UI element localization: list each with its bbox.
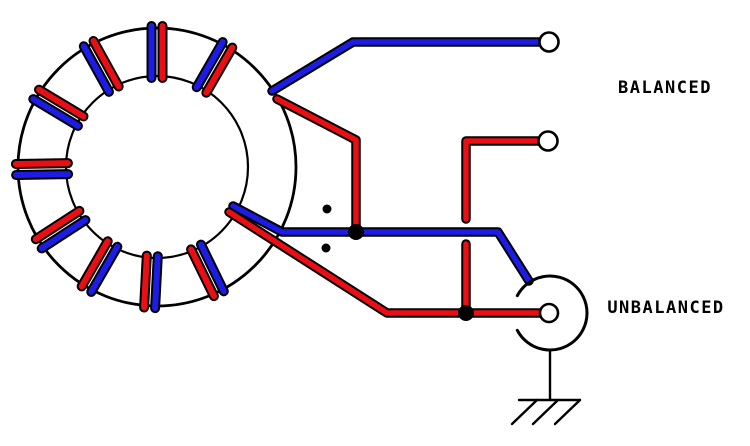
ground-hatch-2: [531, 398, 560, 426]
junction-and-phase-dots: [321, 204, 474, 321]
winding-6-blue: [38, 217, 89, 252]
winding-1-red: [203, 44, 236, 96]
ground-hatch-3: [553, 398, 582, 426]
unbalanced-coax-connector: [515, 274, 589, 352]
winding-5-red: [12, 160, 71, 167]
toroid-windings: [10, 21, 238, 314]
winding-7-red: [78, 238, 111, 290]
toroid-core: [16, 26, 298, 308]
toroid-inner-edge: [64, 74, 250, 260]
blue-wire-winding-to-connector-shell: [230, 203, 532, 284]
wires: [224, 37, 545, 318]
phase-dot-bottom: [321, 243, 331, 253]
balanced-terminal-bottom: [537, 130, 559, 152]
red-wire-top-to-junction-1: [274, 96, 359, 234]
red-wire-winding-to-connector-pin: [226, 209, 543, 316]
winding-9-blue: [198, 241, 227, 295]
blue-wire-to-balanced-top: [269, 39, 542, 94]
balanced-terminal-top: [538, 31, 560, 53]
red-wire-balanced-bottom-upper-segment-outline: [461, 136, 544, 224]
winding-6-red: [32, 207, 83, 243]
winding-3-blue: [80, 43, 112, 95]
winding-1-blue: [193, 39, 226, 91]
winding-3-red: [90, 38, 122, 90]
junction-dot-2: [458, 305, 474, 321]
winding-9-red: [188, 246, 217, 300]
balanced-terminals: [537, 31, 560, 152]
ground-symbol: [510, 348, 582, 426]
winding-8-red: [141, 252, 150, 311]
connector-center-pin: [538, 302, 560, 324]
phase-dot-top: [322, 204, 332, 214]
ground-hatch-1: [510, 398, 539, 426]
red-wire-balanced-bottom-upper-segment: [463, 138, 542, 222]
winding-4-red: [36, 86, 87, 120]
winding-7-blue: [88, 243, 121, 295]
winding-5-blue: [13, 171, 72, 178]
winding-4-blue: [30, 96, 81, 129]
winding-8-blue: [152, 253, 161, 312]
unbalanced-label: UNBALANCED: [607, 298, 724, 318]
balanced-label: BALANCED: [618, 78, 712, 98]
junction-dot-1: [348, 224, 364, 240]
connector-shell: [515, 274, 589, 352]
